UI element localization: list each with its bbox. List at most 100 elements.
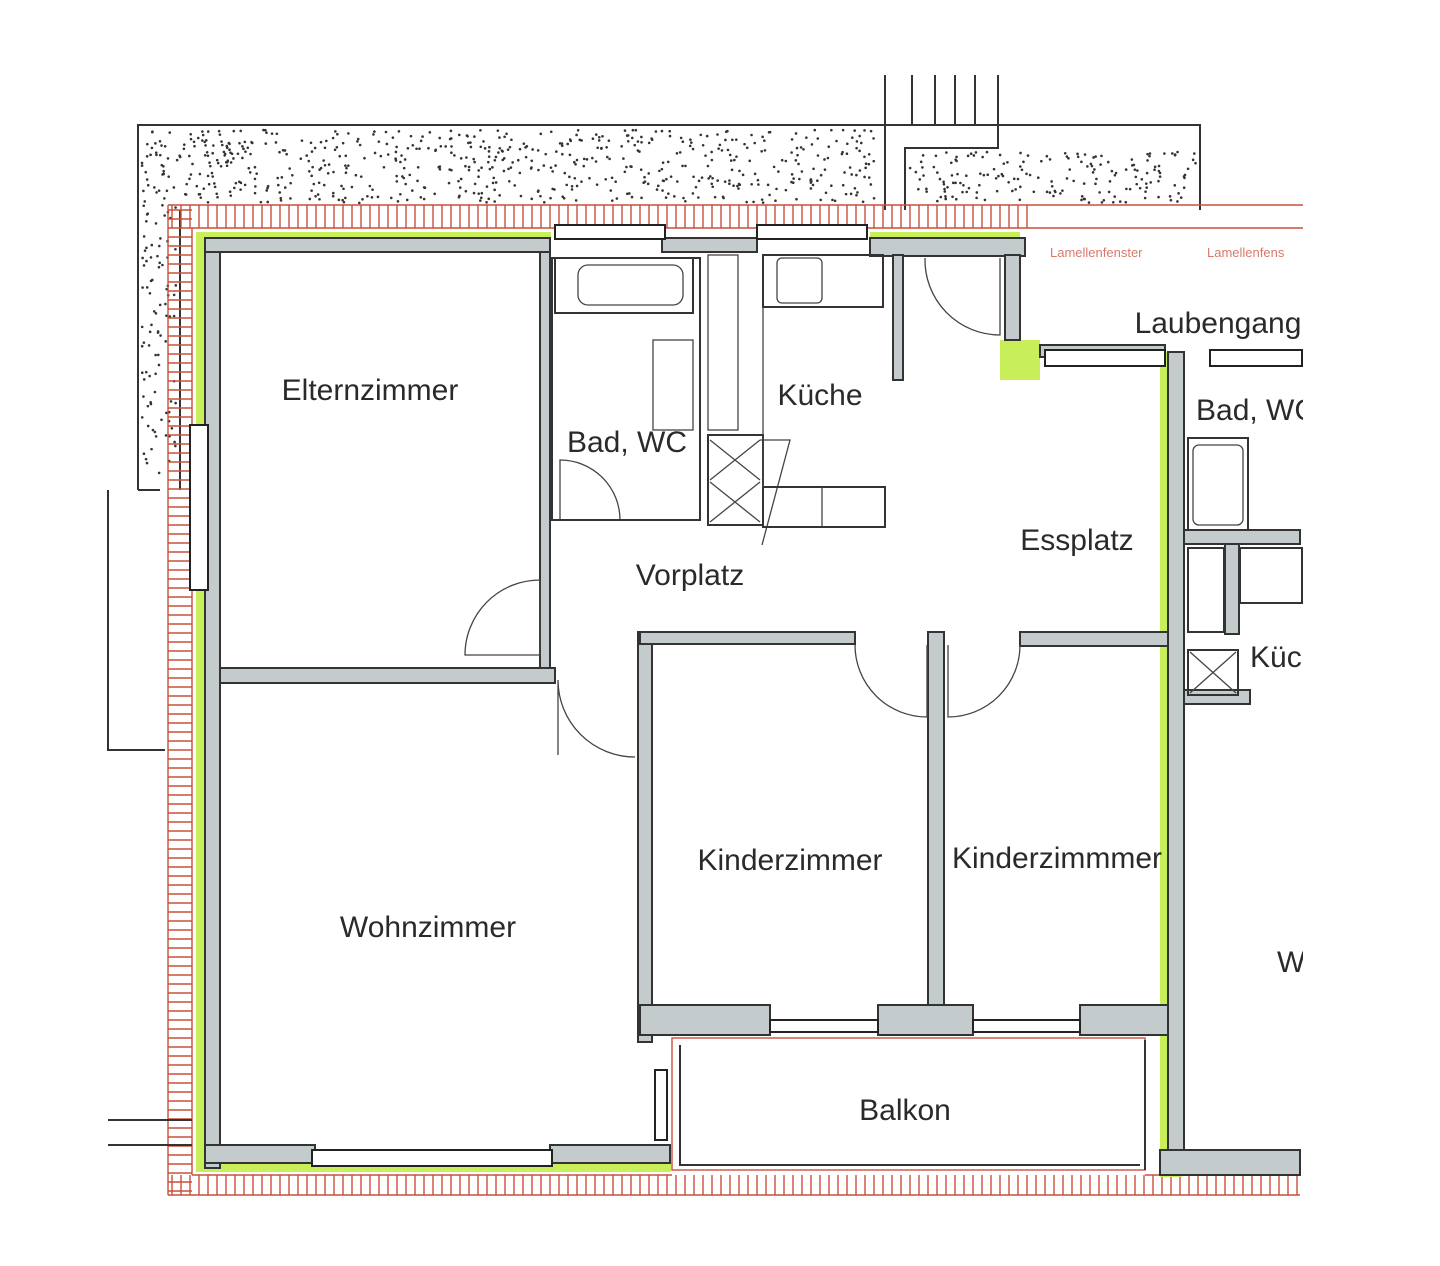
gravel-dot <box>157 471 161 475</box>
gravel-dot <box>1113 173 1117 177</box>
gravel-dot <box>449 129 453 133</box>
gravel-dot <box>419 196 423 199</box>
gravel-dot <box>157 244 161 248</box>
gravel-dot <box>154 312 158 315</box>
gravel-dot <box>493 158 497 162</box>
gravel-dot <box>195 184 199 188</box>
gravel-dot <box>997 174 1000 178</box>
gravel-dot <box>450 145 453 148</box>
gravel-dot <box>409 134 413 138</box>
gravel-dot <box>799 146 803 149</box>
gravel-dot <box>966 154 970 158</box>
gravel-dot <box>239 129 242 133</box>
gravel-dot <box>661 179 665 182</box>
gravel-dot <box>1153 165 1157 169</box>
gravel-dot <box>741 173 745 177</box>
gravel-dot <box>530 159 534 163</box>
gravel-dot <box>479 196 483 200</box>
gravel-dot <box>170 426 174 430</box>
gravel-dot <box>147 344 151 347</box>
gravel-dot <box>464 164 467 168</box>
gravel-dot <box>151 130 154 134</box>
gravel-dot <box>145 178 149 181</box>
gravel-dot <box>1191 158 1195 162</box>
gravel-dot <box>1100 154 1103 158</box>
gravel-dot <box>505 132 508 136</box>
gravel-dot <box>1102 198 1106 202</box>
gravel-dot <box>855 140 859 143</box>
gravel-dot <box>867 176 871 179</box>
gravel-dot <box>745 146 749 150</box>
gravel-dot <box>142 395 145 398</box>
gravel-dot <box>688 144 692 148</box>
gravel-dot <box>144 170 148 174</box>
gravel-dot <box>274 141 278 144</box>
gravel-dot <box>597 135 601 139</box>
gravel-dot <box>310 174 313 178</box>
gravel-dot <box>477 175 480 178</box>
gravel-dot <box>597 139 601 142</box>
gravel-dot <box>391 136 395 139</box>
gravel-dot <box>841 128 845 132</box>
gravel-dot <box>628 192 631 195</box>
gravel-dot <box>1076 155 1080 159</box>
gravel-dot <box>1098 191 1101 194</box>
gravel-dot <box>925 187 928 191</box>
gravel-dot <box>566 142 569 146</box>
gravel-dot <box>983 198 987 202</box>
gravel-dot <box>1100 201 1104 204</box>
gravel-dot <box>154 142 157 145</box>
gravel-dot <box>358 201 361 205</box>
gravel-dot <box>1040 159 1043 163</box>
gravel-dot <box>192 140 196 144</box>
gravel-dot <box>982 173 986 177</box>
gravel-dot <box>200 139 204 142</box>
gravel-dot <box>264 128 267 132</box>
gravel-dot <box>706 164 710 168</box>
gravel-dot <box>198 172 202 176</box>
gravel-dot <box>493 200 496 203</box>
gravel-dot <box>536 190 540 193</box>
gravel-dot <box>748 159 752 163</box>
gravel-dot <box>756 178 760 182</box>
doors <box>464 257 1021 758</box>
gravel-dot <box>630 165 633 169</box>
gravel-dot <box>946 185 949 189</box>
gravel-dot <box>150 447 153 451</box>
gravel-dot <box>1106 160 1110 164</box>
gravel-dot <box>1092 156 1095 159</box>
gravel-dot <box>1158 171 1162 175</box>
gravel-dot <box>206 130 210 133</box>
gravel-dot <box>458 186 462 189</box>
gravel-dot <box>939 195 943 199</box>
gravel-dot <box>733 158 736 162</box>
gravel-dot <box>1124 200 1128 204</box>
gravel-dot <box>379 154 383 158</box>
gravel-dot <box>316 193 320 196</box>
gravel-dot <box>690 141 693 144</box>
gravel-dot <box>701 143 705 147</box>
gravel-dot <box>539 194 542 198</box>
gravel-dot <box>609 189 613 192</box>
gravel-dot <box>467 168 471 172</box>
gravel-dot <box>326 171 330 175</box>
gravel-dot <box>469 145 473 149</box>
gravel-dot <box>140 325 144 329</box>
gravel-dot <box>216 161 220 165</box>
gravel-dot <box>846 142 849 146</box>
gravel-dot <box>144 457 148 461</box>
gravel-dot <box>477 192 481 195</box>
gravel-dot <box>457 179 460 183</box>
gravel-dot <box>967 186 971 190</box>
gravel-dot <box>950 174 954 177</box>
gravel-dot <box>726 148 730 152</box>
gravel-dot <box>856 191 859 194</box>
gravel-dot <box>205 150 209 154</box>
gravel-dot <box>610 176 614 180</box>
gravel-dot <box>278 191 282 194</box>
gravel-dot <box>215 158 219 162</box>
gravel-dot <box>1048 191 1052 194</box>
gravel-dot <box>402 166 406 170</box>
gravel-dot <box>918 178 922 181</box>
gravel-dot <box>1136 169 1139 172</box>
